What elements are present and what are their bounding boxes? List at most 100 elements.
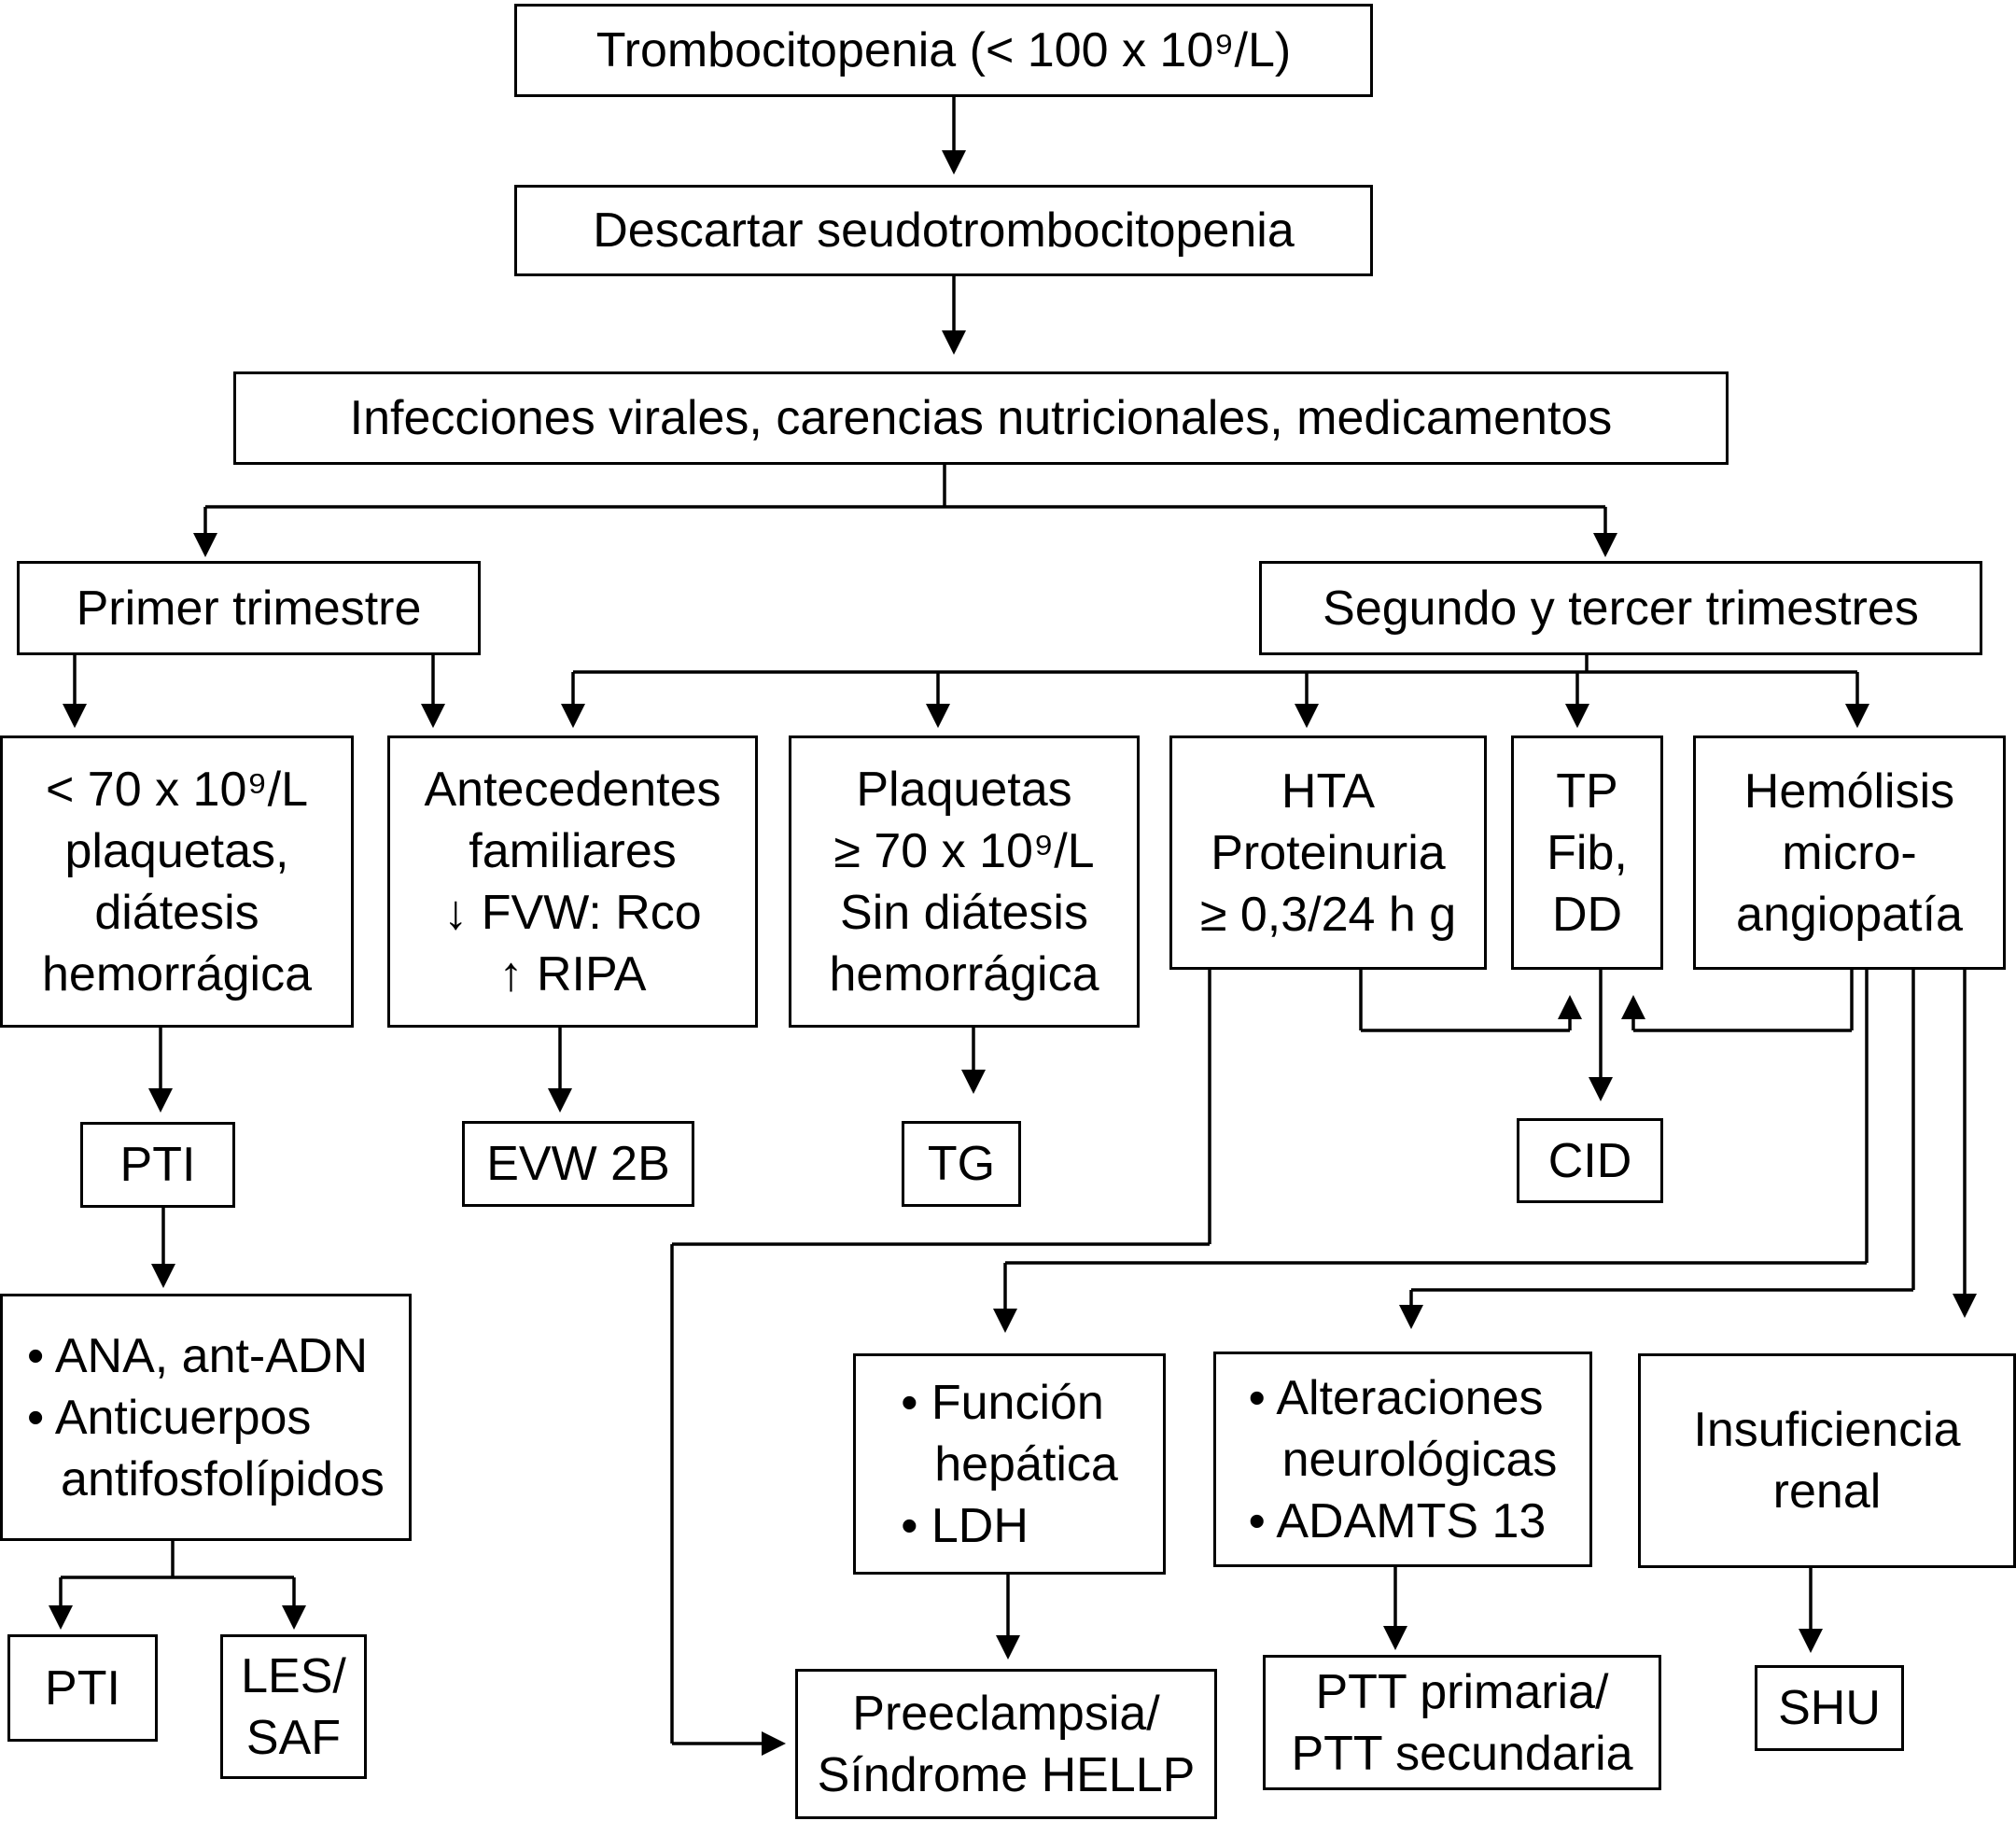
node-coagulation-tests: TP Fib, DD (1511, 735, 1663, 970)
infections-line-1: Infecciones virales, carencias nutricion… (349, 391, 1613, 445)
node-infections-deficiencies-drugs: Infecciones virales, carencias nutricion… (233, 371, 1729, 465)
node-neuro-adamts13: • Alteraciones neurológicas • ADAMTS 13 (1213, 1352, 1592, 1567)
family-history-line-4: ↑ RIPA (498, 946, 647, 1002)
node-tg-result: TG (902, 1121, 1021, 1207)
family-history-line-3: ↓ FVW: Rco (443, 885, 702, 940)
cid-line-1: CID (1547, 1133, 1632, 1188)
arrow-to-les-saf-arrowhead (282, 1605, 306, 1630)
arrow-hemolysis-to-renal-arrowhead (1953, 1294, 1977, 1318)
node-platelets-no-bleeding: Plaquetas ≥ 70 x 10⁹/L Sin diátesis hemorrá… (789, 735, 1140, 1028)
arrow-to-first-trimester-arrowhead (193, 533, 217, 557)
liver-line-1: • Función (901, 1375, 1104, 1430)
arrow-low-platelets-to-pti-arrowhead (148, 1088, 173, 1113)
arrow-to-liver-function-arrowhead (993, 1309, 1017, 1333)
arrowhead-hemolysis-to-cid (1621, 995, 1645, 1019)
low-platelets-line-1: < 70 x 10⁹/L (45, 762, 309, 817)
preeclampsia-line-2: Síndrome HELLP (817, 1747, 1196, 1802)
autoimmune-tests-line-1: • ANA, ant-ADN (27, 1328, 369, 1383)
node-les-saf-result: LES/SAF (220, 1634, 367, 1779)
arrow-to-second-third-trimesters-arrowhead (1593, 533, 1617, 557)
evw-line-1: EVW 2B (486, 1137, 670, 1191)
liver-line-2: hepática (934, 1436, 1118, 1492)
node-low-platelets-bleeding: < 70 x 10⁹/L plaquetas, diátesis hemorrágic… (0, 735, 354, 1028)
arrowhead-hta-to-cid (1558, 995, 1582, 1019)
rule-out-line-1: Descartar seudotrombocitopenia (593, 203, 1295, 258)
node-hemolysis-microangiopathy: Hemólisis micro-angiopatía (1693, 735, 2006, 970)
arrow-to-pti-2-arrowhead (49, 1605, 73, 1630)
node-renal-failure: Insuficiencia renal (1638, 1353, 2016, 1568)
coag-line-3: DD (1551, 887, 1623, 942)
coag-line-1: TP (1556, 763, 1618, 819)
arrow-to-coag-arrowhead (1565, 704, 1589, 728)
hemolysis-line-3: angiopatía (1736, 887, 1963, 942)
node-hta-proteinuria: HTA Proteinuria ≥ 0,3/24 h g (1169, 735, 1487, 970)
low-platelets-line-2: plaquetas, (64, 823, 289, 878)
platelets-normal-line-2: ≥ 70 x 10⁹/L (833, 823, 1095, 878)
low-platelets-line-4: hemorrágica (41, 946, 313, 1002)
renal-line-1: Insuficiencia (1693, 1403, 1961, 1457)
thrombocytopenia-line-1: Trombocitopenia (< 100 x 10⁹/L) (595, 23, 1292, 77)
tg-line-1: TG (927, 1137, 996, 1191)
coag-line-2: Fib, (1547, 825, 1628, 880)
arrow-platelets-to-tg-arrowhead (961, 1070, 986, 1094)
first-trimester-line-1: Primer trimestre (76, 581, 422, 636)
neuro-line-3: • ADAMTS 13 (1248, 1493, 1547, 1548)
hemolysis-line-1: Hemólisis (1743, 763, 1955, 819)
node-pti-result-1: PTI (80, 1122, 235, 1208)
arrow-rule-out-to-infections-arrowhead (942, 330, 966, 355)
arrow-thrombocytopenia-to-rule-out-arrowhead (942, 150, 966, 175)
arrow-liver-to-preeclampsia-arrowhead (996, 1635, 1020, 1660)
node-family-history: Antecedentes familiares ↓ FVW: Rco ↑ RIPA (387, 735, 758, 1028)
ptt-line-2: PTT secundaria (1291, 1726, 1633, 1781)
node-first-trimester: Primer trimestre (17, 561, 481, 655)
preeclampsia-line-1: Preeclampsia/ (852, 1686, 1160, 1741)
node-liver-function-ldh: • Función hepática • LDH (853, 1353, 1166, 1575)
hemolysis-line-2: micro- (1782, 825, 1917, 880)
arrow-to-neuro-arrowhead (1399, 1305, 1423, 1329)
family-history-line-2: familiares (469, 823, 677, 878)
hta-line-3: ≥ 0,3/24 h g (1199, 887, 1457, 942)
node-thrombocytopenia: Trombocitopenia (< 100 x 10⁹/L) (514, 4, 1373, 97)
arrow-to-hemolysis-arrowhead (1845, 704, 1869, 728)
arrow-to-hta-arrowhead (1295, 704, 1319, 728)
arrow-renal-to-shu-arrowhead (1799, 1629, 1823, 1653)
shu-line-1: SHU (1778, 1681, 1881, 1735)
hta-line-2: Proteinuria (1211, 825, 1446, 880)
low-platelets-line-3: diátesis (94, 885, 259, 940)
arrow-coag-to-cid-arrowhead (1589, 1077, 1613, 1101)
arrow-first-to-family-history-arrowhead (421, 704, 445, 728)
platelets-normal-line-3: Sin diátesis (840, 885, 1088, 940)
renal-line-2: renal (1772, 1464, 1882, 1519)
hta-line-1: HTA (1281, 763, 1376, 819)
second-third-trimesters-line-1: Segundo y tercer trimestres (1323, 581, 1919, 636)
node-cid-result: CID (1517, 1118, 1663, 1203)
liver-line-3: • LDH (901, 1498, 1029, 1553)
neuro-line-1: • Alteraciones (1248, 1370, 1544, 1425)
autoimmune-tests-line-2: • Anticuerpos (27, 1390, 312, 1445)
family-history-line-1: Antecedentes (424, 762, 721, 817)
arrow-pti-to-autoimmune-tests-arrowhead (151, 1264, 175, 1288)
node-preeclampsia-hellp: Preeclampsia/Síndrome HELLP (795, 1669, 1217, 1819)
arrowhead-hta-to-preeclampsia (762, 1731, 786, 1756)
node-second-third-trimesters: Segundo y tercer trimestres (1259, 561, 1982, 655)
arrow-to-family-history-arrowhead (561, 704, 585, 728)
ptt-line-1: PTT primaria/ (1315, 1664, 1609, 1719)
arrow-first-to-low-platelets-arrowhead (63, 704, 87, 728)
les-saf-line-1: LES/ (241, 1648, 346, 1703)
node-ptt-result: PTT primaria/PTT secundaria (1263, 1655, 1661, 1790)
node-autoimmune-tests: • ANA, ant-ADN • Anticuerpos antifosfolípi… (0, 1294, 412, 1541)
les-saf-line-2: SAF (245, 1710, 342, 1765)
neuro-line-2: neurológicas (1281, 1432, 1558, 1487)
arrow-neuro-to-ptt-arrowhead (1383, 1626, 1407, 1650)
platelets-normal-line-1: Plaquetas (856, 762, 1072, 817)
pti-2-line-1: PTI (45, 1660, 120, 1716)
platelets-normal-line-4: hemorrágica (829, 946, 1099, 1002)
node-evw-2b-result: EVW 2B (462, 1121, 694, 1207)
node-pti-result-2: PTI (7, 1634, 158, 1742)
autoimmune-tests-line-3: antifosfolípidos (61, 1451, 385, 1506)
arrow-to-platelets-normal-arrowhead (926, 704, 950, 728)
node-shu-result: SHU (1755, 1665, 1904, 1751)
arrow-family-history-to-evw-arrowhead (548, 1088, 572, 1113)
pti-1-line-1: PTI (119, 1138, 196, 1192)
